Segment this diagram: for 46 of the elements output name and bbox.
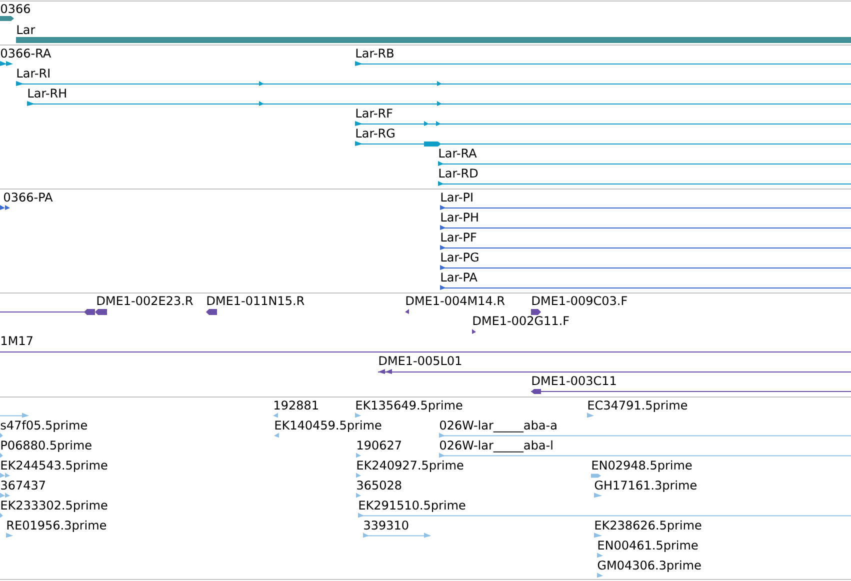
feature-label: EK140459.5prime (275, 420, 382, 432)
feature-label: EK233302.5prime (1, 500, 108, 512)
feature-label: EN02948.5prime (592, 460, 692, 472)
feature-label: 0366-RA (1, 48, 52, 58)
feature-label: DME1-002G11.F (473, 316, 569, 326)
feature-label: 192881 (274, 400, 318, 410)
feature-label: Lar (17, 25, 36, 34)
feature-label: DME1-002E23.R (97, 296, 193, 306)
feature-label: GH17161.3prime (594, 480, 696, 492)
feature-label: EN00461.5prime (598, 540, 698, 552)
feature-label: s47f05.5prime (0, 420, 87, 432)
feature-label: Lar-PG (441, 252, 478, 262)
feature-label: GM04306.3prime (598, 560, 701, 572)
feature-label: RE01956.3prime (7, 520, 106, 532)
feature-label: EC34791.5prime (588, 400, 688, 412)
feature-label: Lar-RD (439, 168, 478, 178)
feature-label: Lar-PH (441, 212, 478, 222)
feature-label: 365028 (357, 480, 402, 490)
feature-label: Lar-RI (17, 68, 50, 78)
feature-label: Lar-RH (28, 88, 66, 98)
feature-label: 339310 (364, 520, 408, 530)
feature-label: DME1-005L01 (379, 356, 462, 366)
feature-label: 026W-lar_____aba-a (440, 420, 556, 432)
feature-label: DME1-003C11 (532, 376, 616, 386)
feature-label: DME1-004M14.R (406, 296, 505, 306)
feature-label: Lar-RF (356, 108, 392, 118)
feature-label: 1M17 (2, 336, 32, 345)
feature-label: DME1-011N15.R (207, 296, 304, 306)
feature-label: 026W-lar_____aba-l (440, 440, 552, 452)
feature-label: 190627 (358, 440, 401, 450)
feature-label: EK238626.5prime (595, 520, 702, 532)
feature-label: EK244543.5prime (1, 460, 108, 472)
feature-label: 0366 (1, 4, 30, 14)
feature-label: Lar-PA (441, 272, 478, 282)
feature-label: Lar-RG (356, 128, 394, 138)
feature-label: 367437 (1, 480, 45, 490)
feature-label: Lar-PI (441, 192, 472, 202)
feature-label: P06880.5prime (1, 440, 92, 452)
feature-label: 0366-PA (4, 192, 53, 202)
feature-label: Lar-RB (356, 48, 394, 58)
feature-label: DME1-009C03.F (532, 296, 627, 306)
feature-label: Lar-RA (439, 148, 477, 158)
feature-label: EK240927.5prime (357, 460, 464, 472)
feature-label: EK135649.5prime (356, 400, 462, 412)
feature-label: EK291510.5prime (359, 500, 466, 512)
feature-label: Lar-PF (441, 232, 476, 242)
